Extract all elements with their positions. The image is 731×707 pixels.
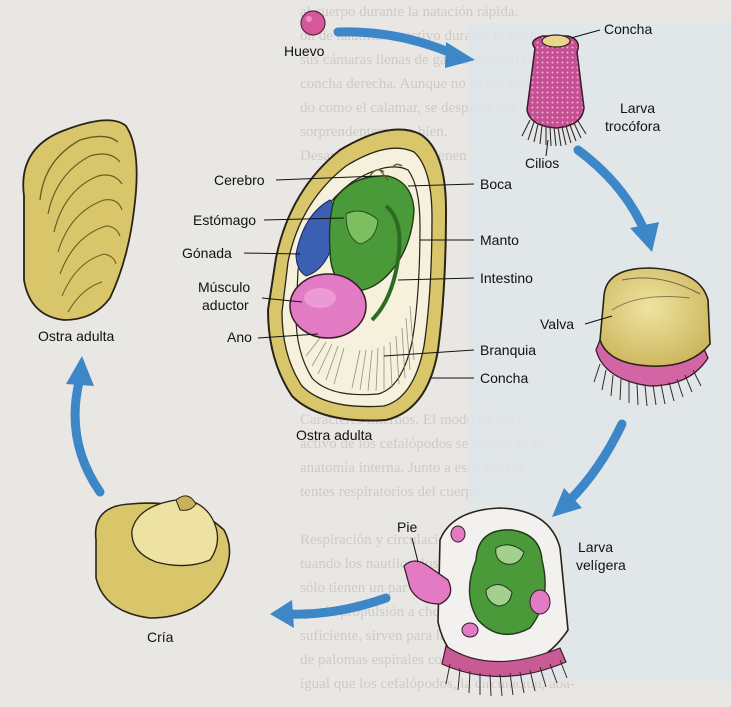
label-musculo-aductor-1: Músculo — [198, 279, 250, 295]
label-concha-top: Concha — [604, 21, 652, 37]
arrow-valve-larva-to-veliger — [570, 424, 622, 500]
veliger-muscle — [530, 590, 550, 614]
arrow-trochophore-to-valve-larva — [578, 150, 645, 232]
label-intestino: Intestino — [480, 270, 533, 286]
label-ano: Ano — [227, 329, 252, 345]
label-branquia: Branquia — [480, 342, 536, 358]
label-estomago: Estómago — [193, 212, 256, 228]
label-musculo-aductor-2: aductor — [202, 297, 249, 313]
trochophore-body — [527, 36, 584, 128]
arrow-egg-to-trochophore — [338, 32, 458, 56]
label-gonada: Gónada — [182, 245, 232, 261]
adult-oyster-anatomy: Cerebro Boca Estómago Manto Gónada Intes… — [182, 130, 536, 443]
label-concha-center: Concha — [480, 370, 528, 386]
label-huevo: Huevo — [284, 43, 325, 59]
label-cria: Cría — [147, 629, 174, 645]
label-larva-trocofora-1: Larva — [620, 100, 655, 116]
adult-oyster-exterior: Ostra adulta — [23, 120, 136, 344]
label-ostra-adulta-left: Ostra adulta — [38, 328, 114, 344]
arrow-veliger-to-cria — [286, 598, 386, 614]
label-valva: Valva — [540, 316, 574, 332]
label-boca: Boca — [480, 176, 512, 192]
trochophore-shell-cap — [542, 35, 570, 47]
cria-juvenile: Cría — [96, 496, 230, 645]
egg-stage: Huevo — [284, 11, 325, 59]
valve-larva-shell — [600, 268, 710, 366]
label-cilios: Cilios — [525, 155, 559, 171]
trochophore-larva: Concha Larva trocófora Cilios — [522, 21, 660, 171]
label-pie: Pie — [397, 519, 417, 535]
label-cerebro: Cerebro — [214, 172, 265, 188]
veliger-larva: Pie Larva velígera — [397, 508, 626, 696]
valve-larva: Valva — [540, 268, 710, 406]
label-larva-trocofora-2: trocófora — [605, 118, 660, 134]
label-manto: Manto — [480, 232, 519, 248]
label-ostra-adulta-center: Ostra adulta — [296, 427, 372, 443]
egg — [301, 11, 325, 35]
label-larva-veligera-2: velígera — [576, 557, 626, 573]
arrow-cria-to-adult — [75, 378, 100, 492]
adult-shell-outline — [23, 120, 136, 320]
label-larva-veligera-1: Larva — [578, 539, 613, 555]
